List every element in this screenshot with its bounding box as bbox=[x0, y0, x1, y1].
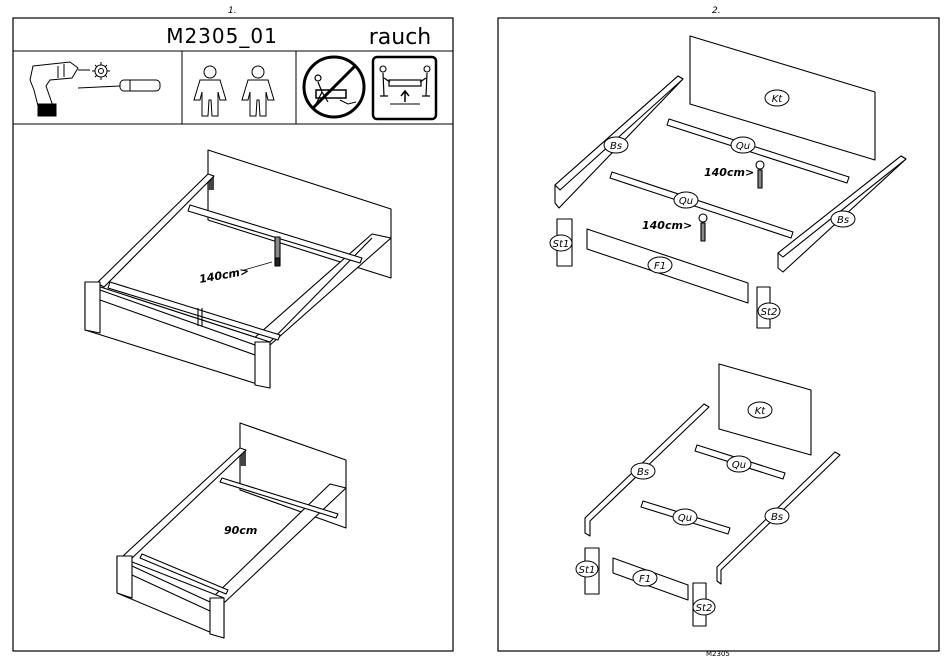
label-bs-top-left: Bs bbox=[610, 141, 622, 152]
label-f1-bottom: F1 bbox=[639, 574, 651, 585]
label-st1-top: St1 bbox=[553, 239, 570, 250]
measure-140-b: 140cm> bbox=[642, 219, 692, 232]
measure-140-a: 140cm> bbox=[704, 166, 754, 179]
label-f1-top: F1 bbox=[654, 261, 666, 272]
label-st2-top: St2 bbox=[761, 307, 778, 318]
label-qu-bottom-1: Qu bbox=[732, 460, 746, 471]
label-qu-bottom-2: Qu bbox=[678, 513, 692, 524]
label-bs-top-right: Bs bbox=[837, 215, 849, 226]
label-kt-top: Kt bbox=[772, 94, 784, 105]
label-qu-top-1: Qu bbox=[736, 141, 750, 152]
exploded-90 bbox=[585, 364, 840, 626]
label-bs-bottom-left: Bs bbox=[637, 467, 649, 478]
label-qu-top-2: Qu bbox=[679, 196, 693, 207]
label-st1-bottom: St1 bbox=[579, 565, 596, 576]
label-st2-bottom: St2 bbox=[696, 603, 713, 614]
exploded-140 bbox=[555, 36, 906, 328]
label-bs-bottom-right: Bs bbox=[771, 512, 783, 523]
label-kt-bottom: Kt bbox=[755, 406, 767, 417]
